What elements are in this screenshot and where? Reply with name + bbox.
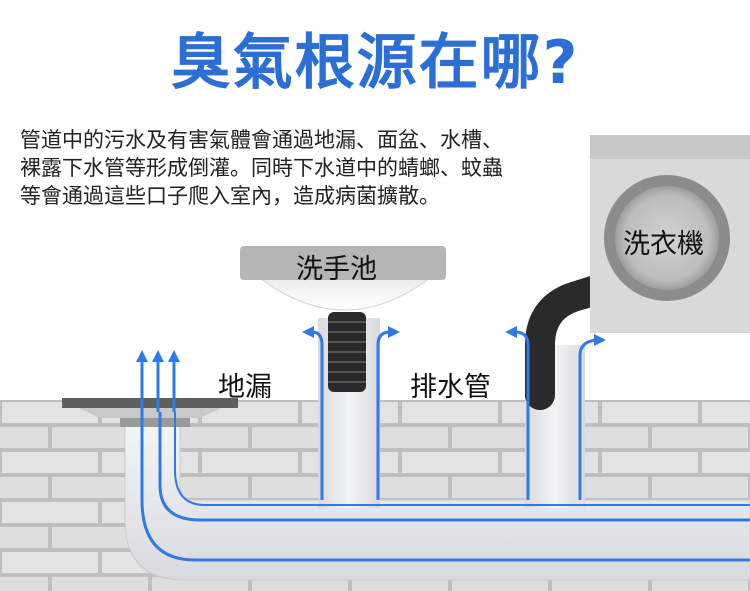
description-line: 等會通過這些口子爬入室內，造成病菌擴散。 <box>20 184 440 208</box>
washer-label: 洗衣機 <box>623 229 704 260</box>
sink-hose-ribs <box>328 321 366 383</box>
drain-pipe-label: 排水管 <box>410 372 491 403</box>
description-line: 管道中的污水及有害氣體會通過地漏、面盆、水槽、 <box>20 128 503 152</box>
washer-drain-hose <box>525 275 611 410</box>
wash-basin <box>240 246 446 311</box>
sink-label: 洗手池 <box>296 254 377 285</box>
arrow-heads <box>136 326 606 362</box>
floor-drain <box>62 398 238 427</box>
main-drain-pipe <box>124 419 750 581</box>
gas-flow-lines <box>140 330 750 562</box>
description-line: 裸露下水管等形成倒灌。同時下水道中的蜻螂、蚊蟲 <box>20 156 503 180</box>
page-title: 臭氣根源在哪? <box>170 28 580 98</box>
washing-machine <box>590 135 750 333</box>
floor-drain-label: 地漏 <box>218 372 272 403</box>
description: 管道中的污水及有害氣體會通過地漏、面盆、水槽、 裸露下水管等形成倒灌。同時下水道… <box>20 126 590 210</box>
